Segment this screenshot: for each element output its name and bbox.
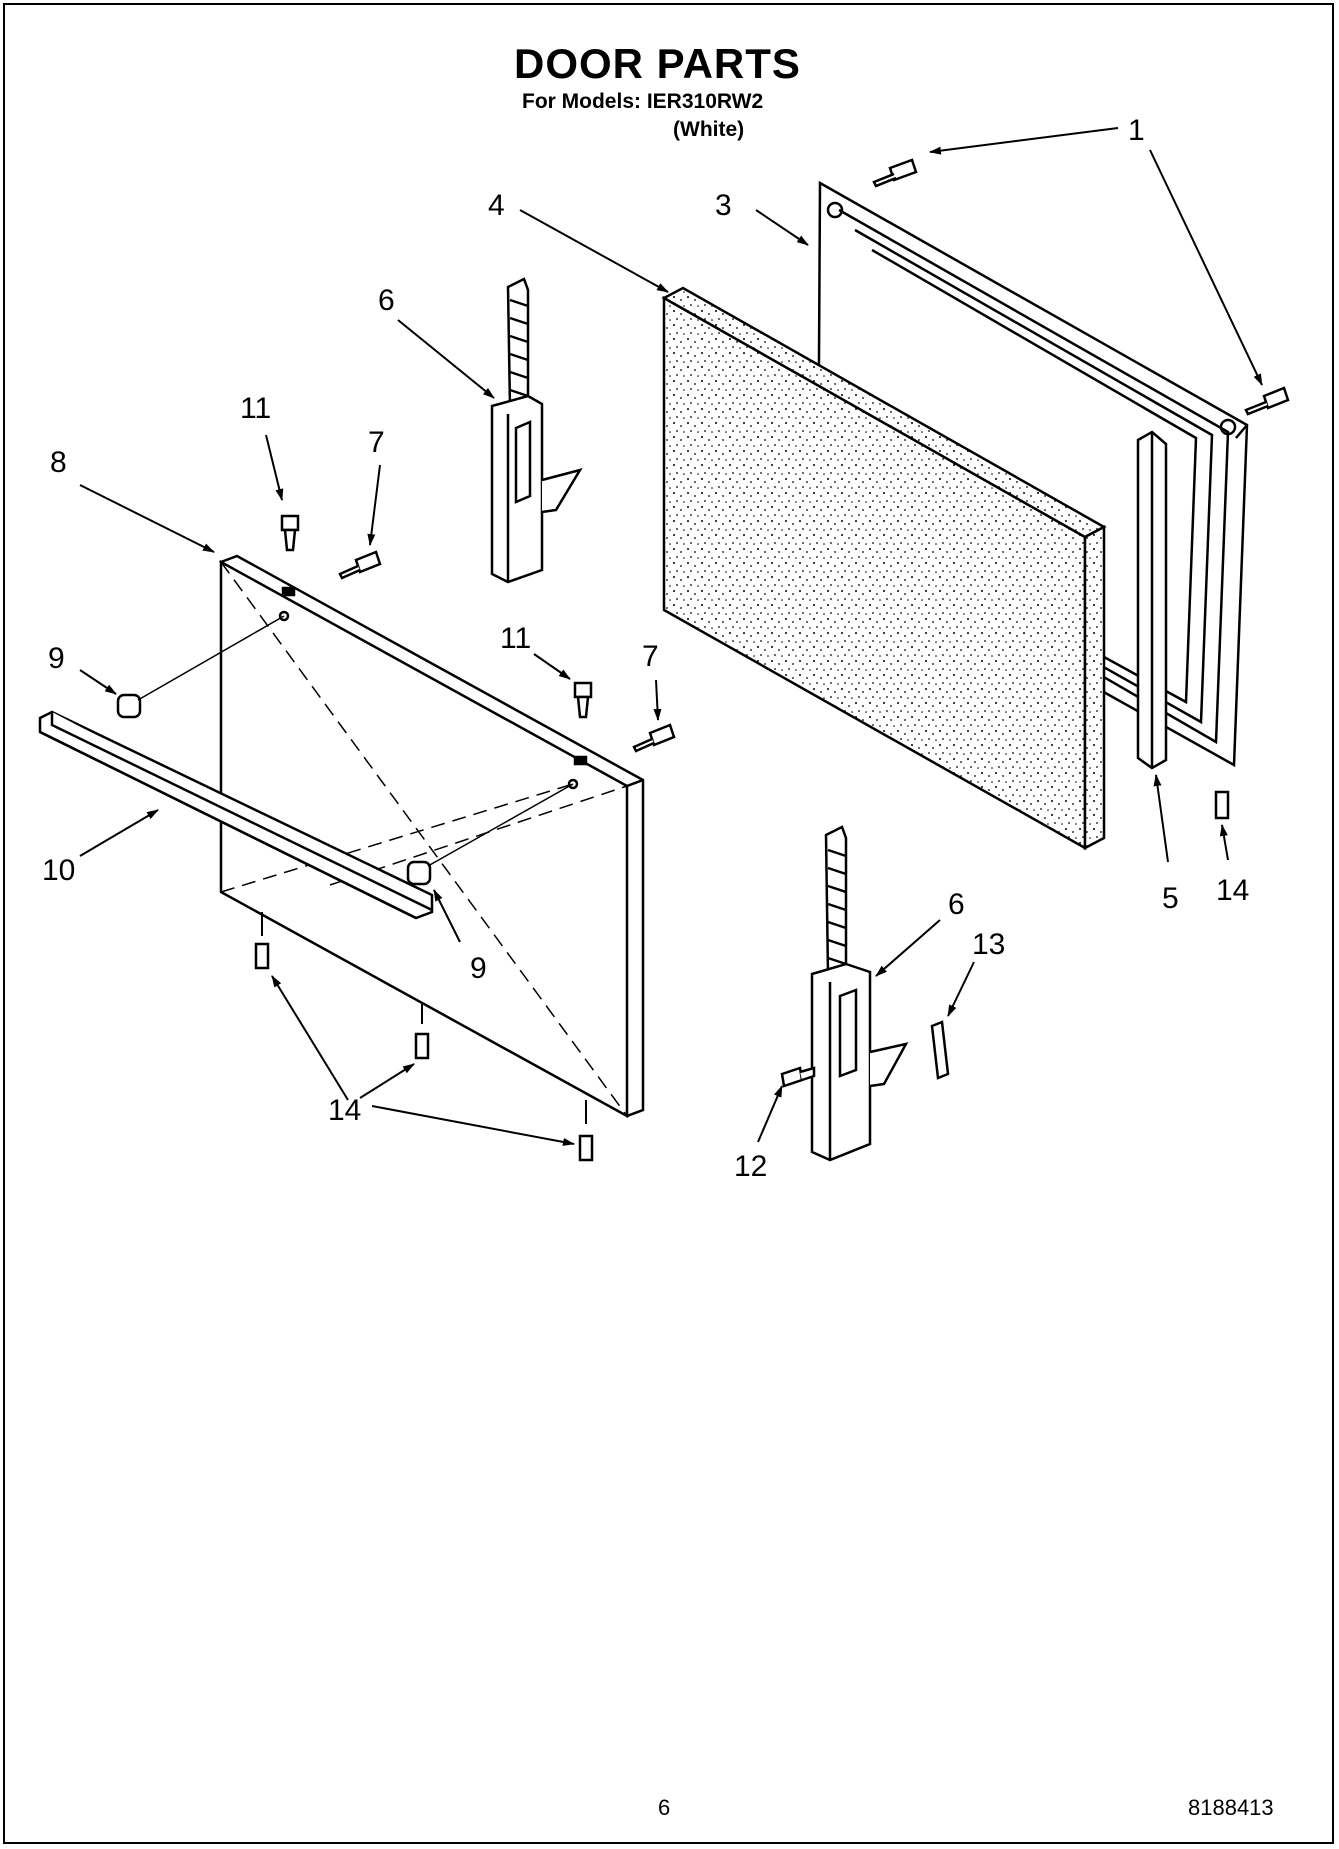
callout-11-right: 11 — [500, 622, 531, 655]
page-title: DOOR PARTS — [514, 40, 801, 87]
hinge-part-6-upper — [490, 277, 583, 584]
callout-7-left: 7 — [368, 426, 385, 459]
callout-6-upper: 6 — [378, 284, 395, 317]
screws — [254, 158, 1290, 1162]
callout-9-right: 9 — [470, 952, 487, 985]
document-number: 8188413 — [1188, 1795, 1274, 1820]
callout-5: 5 — [1162, 882, 1179, 915]
callout-1: 1 — [1128, 114, 1145, 147]
callout-13: 13 — [972, 928, 1005, 961]
bumper-part-9 — [116, 615, 574, 886]
insulation-part-4 — [661, 286, 1107, 851]
door-trim-part-10 — [38, 710, 434, 920]
callout-12: 12 — [734, 1150, 767, 1183]
models-line: For Models: IER310RW2 — [522, 90, 764, 113]
outer-door-panel-part-8 — [219, 554, 645, 1119]
callout-11-left: 11 — [240, 392, 271, 425]
hinge-part-6-lower — [810, 825, 909, 1162]
callout-8: 8 — [50, 446, 67, 479]
vent-channel-part-5 — [1136, 430, 1168, 770]
callout-14-right: 14 — [1216, 874, 1249, 907]
callout-9-left: 9 — [48, 642, 65, 675]
callout-4: 4 — [488, 189, 505, 222]
page-border — [3, 3, 1334, 1844]
callout-14-left: 14 — [328, 1094, 361, 1127]
callout-6-lower: 6 — [948, 888, 965, 921]
hinge-plate-part-13 — [930, 1020, 950, 1080]
callout-7-right: 7 — [642, 640, 659, 673]
leader-lines — [79, 127, 1263, 1146]
page-number: 6 — [658, 1795, 671, 1820]
color-line: (White) — [673, 118, 745, 141]
callout-10: 10 — [42, 854, 75, 887]
callout-3: 3 — [715, 189, 732, 222]
